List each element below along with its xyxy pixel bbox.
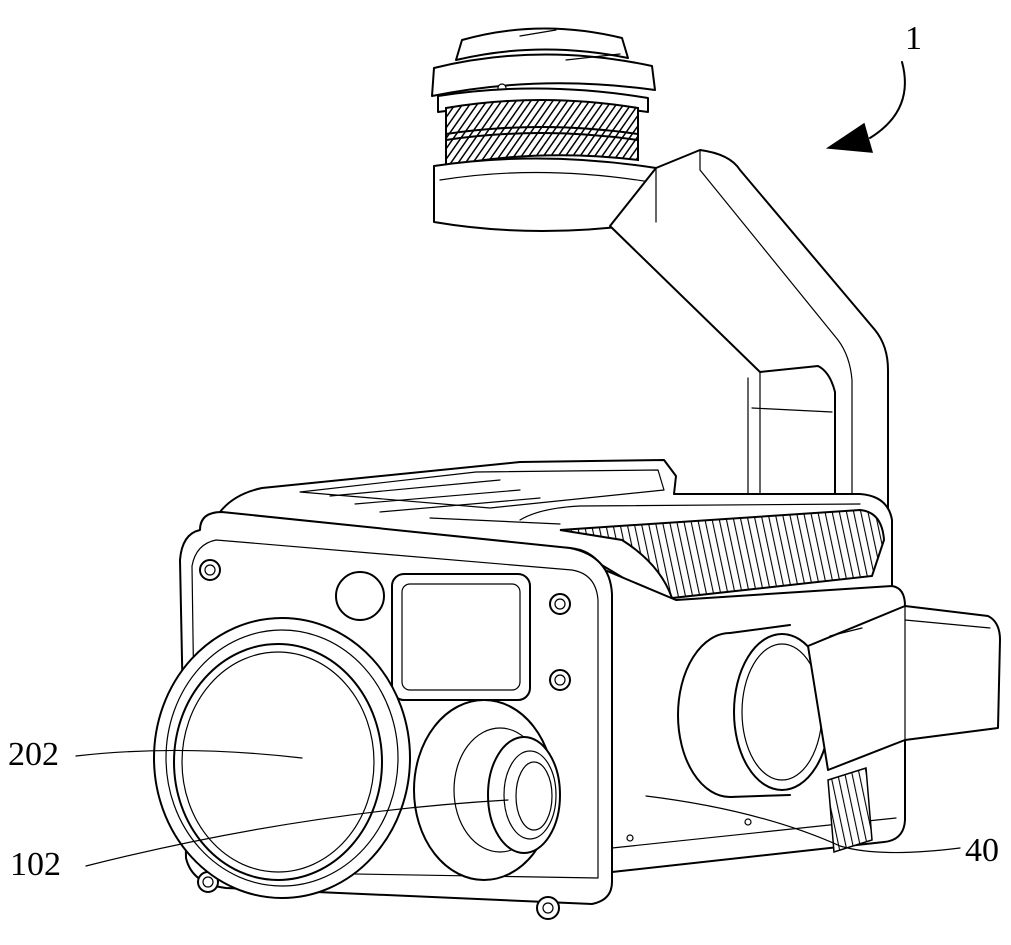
small-lens bbox=[413, 699, 561, 881]
gimbal-arm bbox=[609, 149, 889, 611]
reference-label-102: 102 bbox=[10, 846, 61, 883]
reference-label-1: 1 bbox=[905, 20, 922, 57]
top-mount bbox=[431, 27, 656, 113]
large-lens bbox=[153, 617, 411, 899]
side-arm bbox=[807, 605, 1001, 771]
reference-label-40: 40 bbox=[965, 832, 999, 869]
pitch-motor bbox=[677, 624, 831, 798]
heat-sink bbox=[559, 508, 886, 600]
yaw-motor bbox=[445, 99, 639, 168]
leader-lines bbox=[75, 61, 961, 867]
reference-label-202: 202 bbox=[8, 736, 59, 773]
sensor-window bbox=[335, 571, 531, 701]
